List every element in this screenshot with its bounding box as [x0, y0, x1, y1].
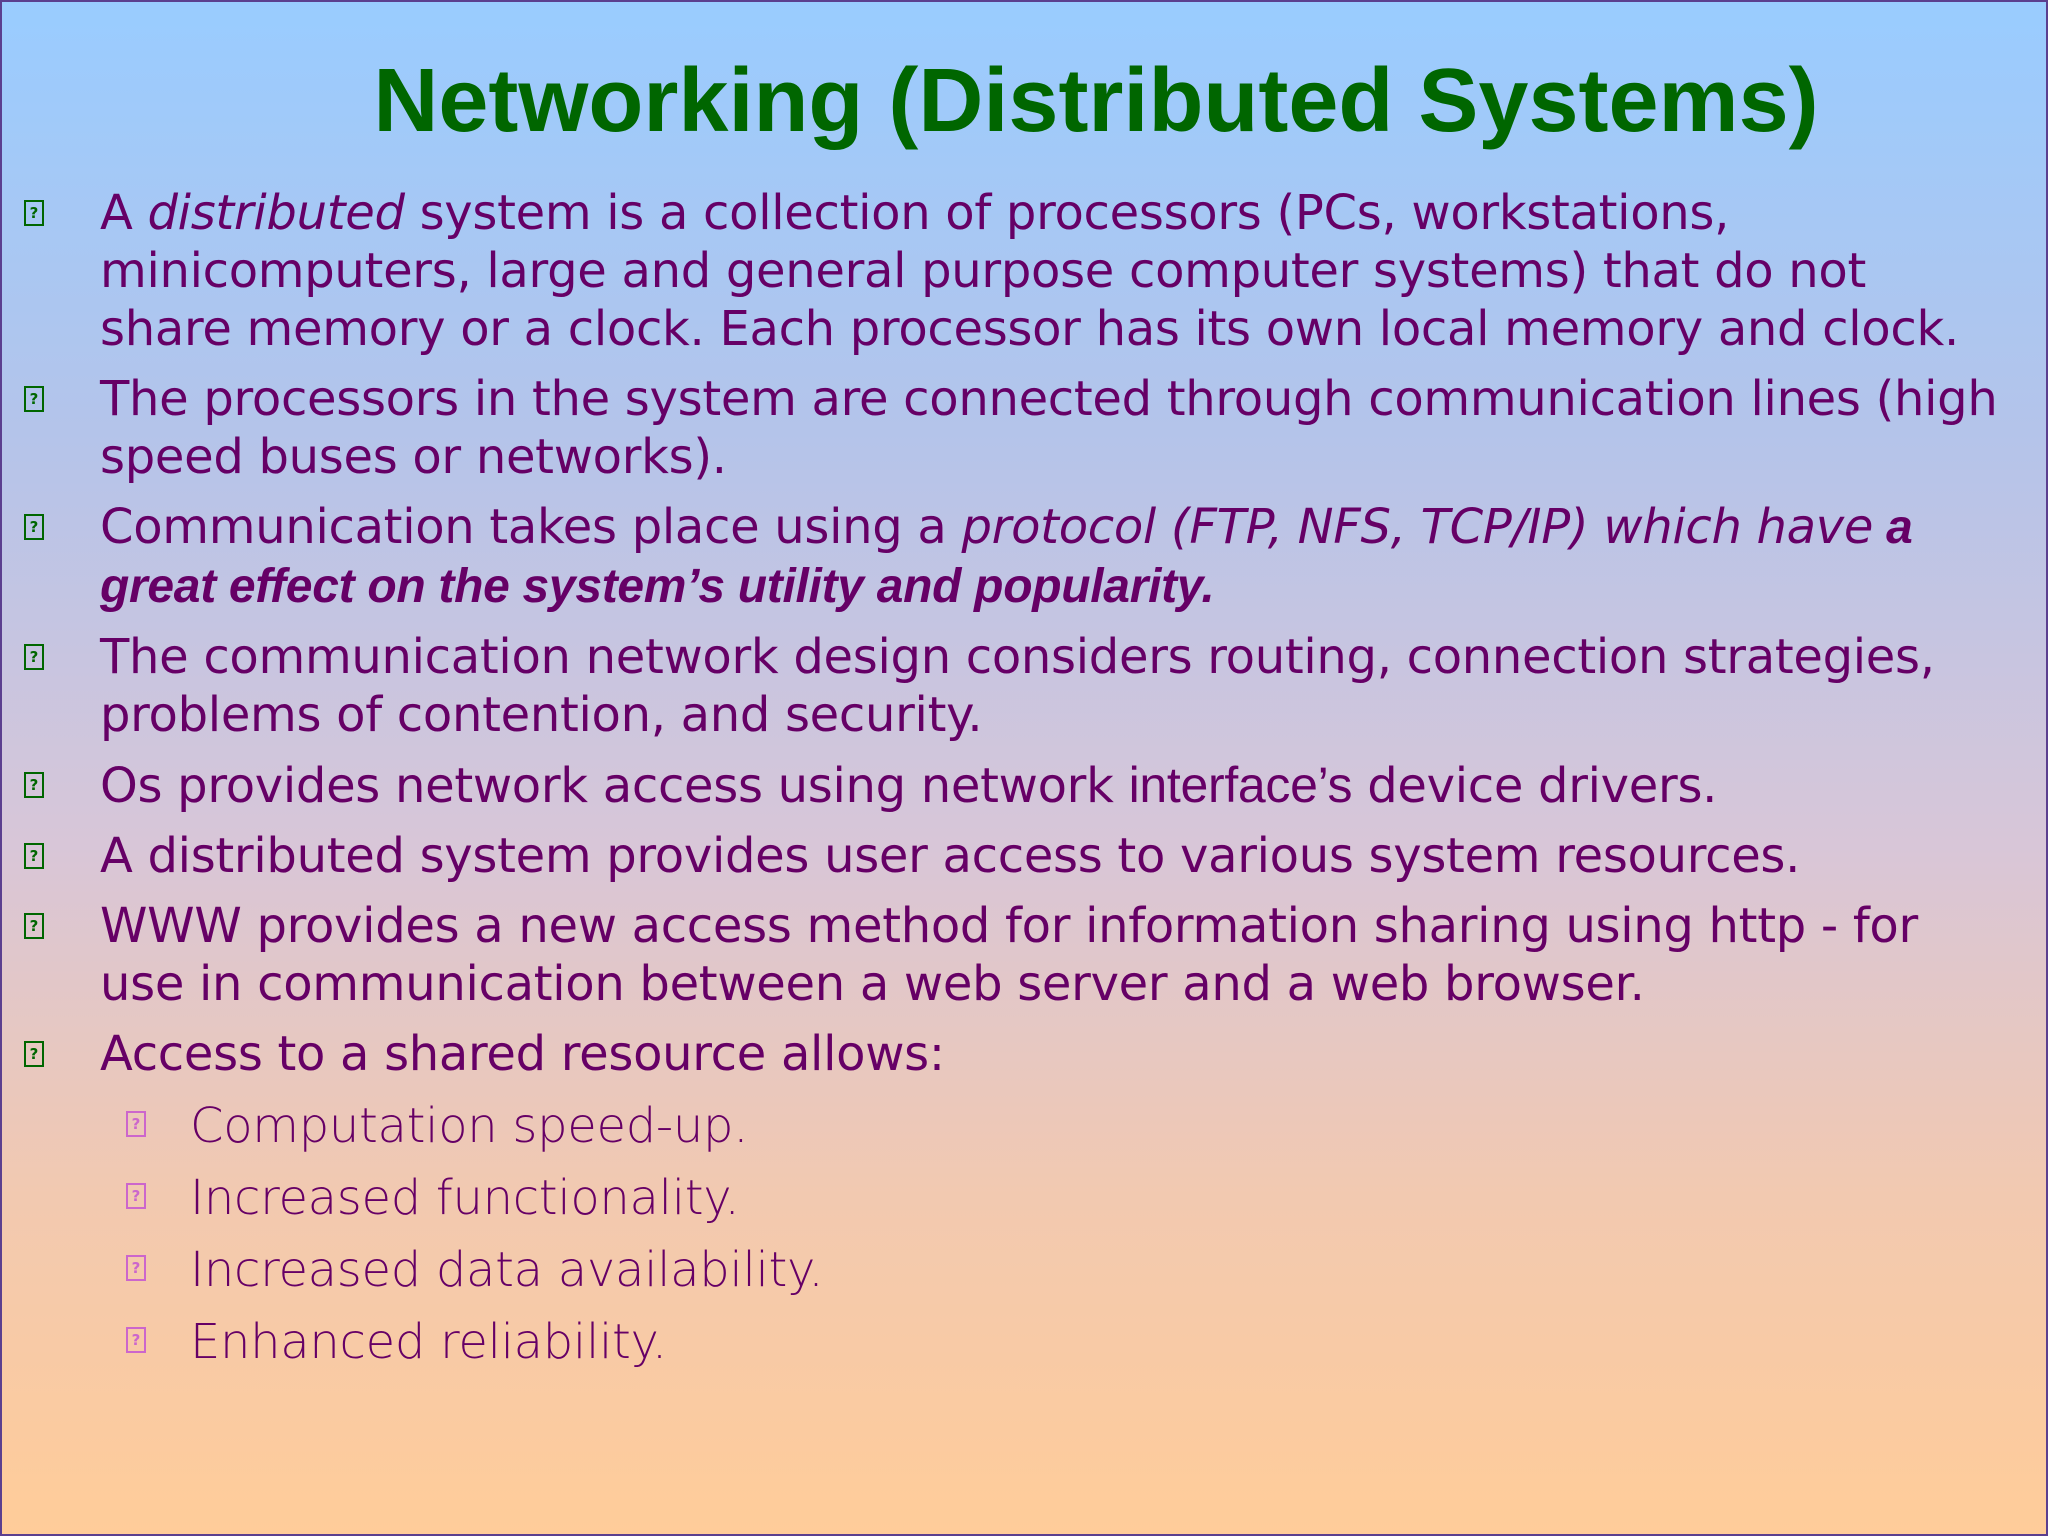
list-item: ? The communication network design consi… [22, 628, 2002, 744]
item-text-strong: interface’s [1128, 757, 1353, 813]
bullet-icon: ? [24, 386, 44, 412]
item-text-strong-emphasis: a great effect on the system’s utility a… [100, 501, 1913, 613]
list-item: ? A distributed system is a collection o… [22, 184, 2002, 358]
sub-item-text: Increased functionality. [190, 1170, 740, 1226]
bullet-list: ? A distributed system is a collection o… [22, 184, 2002, 1383]
sub-item-text: Increased data availability. [190, 1242, 824, 1298]
list-item: ? Access to a shared resource allows: [22, 1025, 2002, 1083]
bullet-icon: ? [24, 913, 44, 939]
item-text-segment: A [100, 185, 148, 241]
sub-list-item: ? Enhanced reliability. [126, 1311, 2002, 1373]
item-text: The processors in the system are connect… [100, 371, 1998, 485]
item-text-segment: system is a collection of processors (PC… [100, 185, 1959, 357]
item-text-segment: Os provides network access using network [100, 758, 1129, 814]
item-text-segment: Communication takes place using a [100, 499, 962, 555]
sub-bullet-icon: ? [126, 1327, 146, 1353]
sub-list-item: ? Increased functionality. [126, 1167, 2002, 1229]
sub-item-text: Enhanced reliability. [190, 1314, 667, 1370]
item-text: A distributed system provides user acces… [100, 828, 1801, 884]
sub-bullet-icon: ? [126, 1255, 146, 1281]
list-item: ? WWW provides a new access method for i… [22, 897, 2002, 1013]
sub-list-item: ? Computation speed-up. [126, 1095, 2002, 1157]
bullet-icon: ? [24, 514, 44, 540]
list-item: ? Communication takes place using a prot… [22, 498, 2002, 616]
sub-bullet-icon: ? [126, 1111, 146, 1137]
item-text-emphasis: distributed [147, 185, 405, 241]
bullet-icon: ? [24, 644, 44, 670]
item-text: Os provides network access using network… [100, 756, 2002, 815]
bullet-icon: ? [24, 843, 44, 869]
item-text: A distributed system is a collection of … [100, 184, 2002, 358]
list-item: ? Os provides network access using netwo… [22, 756, 2002, 815]
list-item: ? A distributed system provides user acc… [22, 827, 2002, 885]
item-text-segment: device drivers. [1352, 758, 1718, 814]
sub-item-text: Computation speed-up. [190, 1098, 749, 1154]
item-text: The communication network design conside… [100, 629, 1935, 743]
item-text: Communication takes place using a protoc… [100, 498, 2002, 616]
slide-title: Networking (Distributed Systems) [373, 51, 1819, 151]
item-text-emphasis: protocol (FTP, NFS, TCP/IP) which have [961, 499, 1874, 555]
list-item: ? The processors in the system are conne… [22, 370, 2002, 486]
sub-bullet-icon: ? [126, 1183, 146, 1209]
item-text: Access to a shared resource allows: [100, 1026, 945, 1082]
bullet-icon: ? [24, 1041, 44, 1067]
item-text: WWW provides a new access method for inf… [100, 898, 1918, 1012]
sub-list-item: ? Increased data availability. [126, 1239, 2002, 1301]
bullet-icon: ? [24, 200, 44, 226]
bullet-icon: ? [24, 772, 44, 798]
